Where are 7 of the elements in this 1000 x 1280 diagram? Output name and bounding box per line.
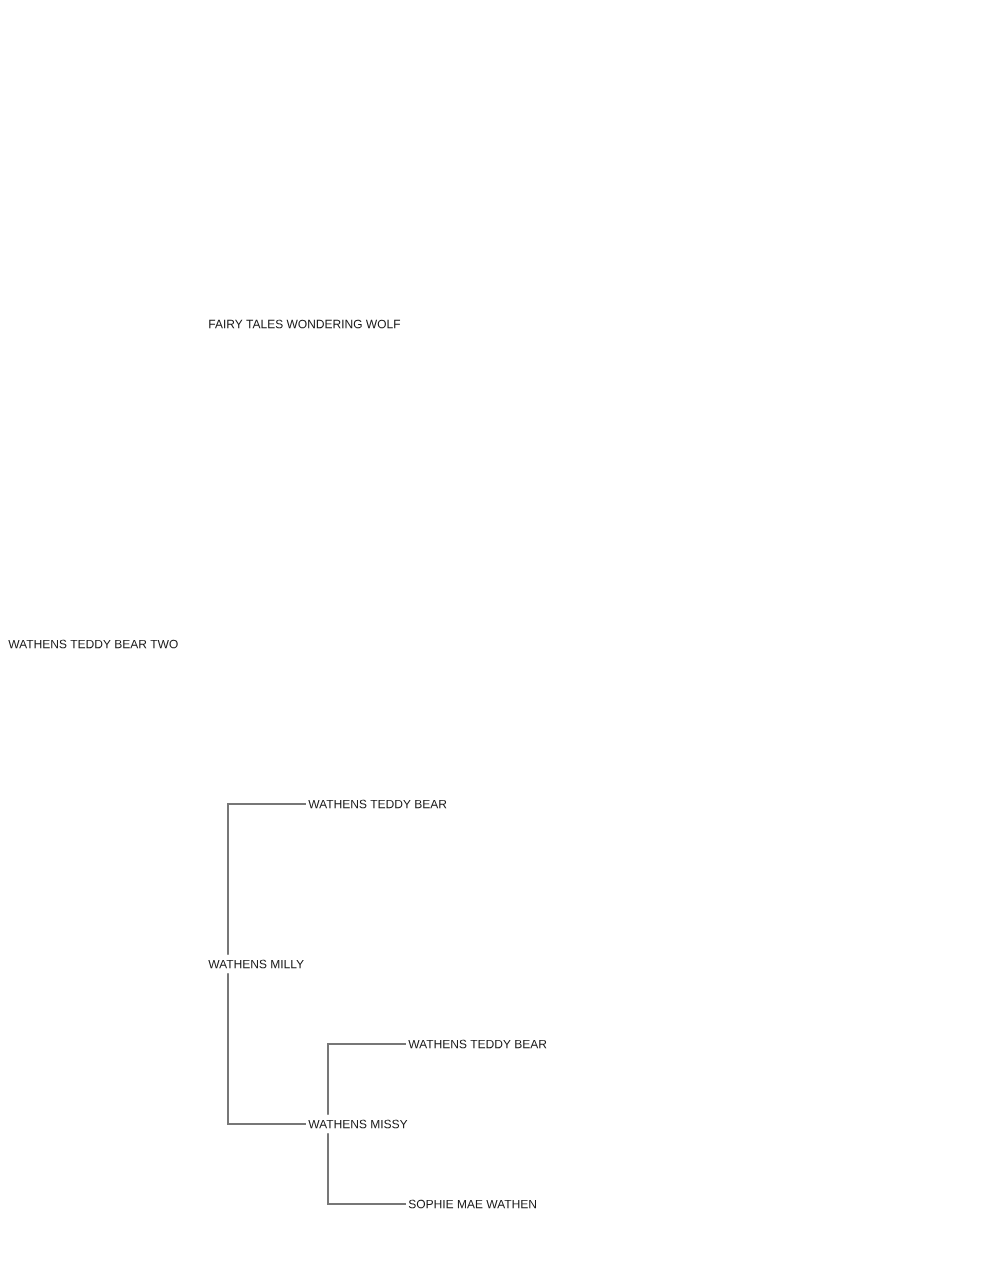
name-label: WATHENS MILLY — [208, 959, 304, 969]
name-label: WATHENS TEDDY BEAR — [408, 1039, 547, 1049]
name-label: WATHENS TEDDY BEAR — [308, 799, 447, 809]
name-label: WATHENS TEDDY BEAR TWO — [8, 639, 178, 649]
name-label: SOPHIE MAE WATHEN — [408, 1199, 536, 1209]
name-label: FAIRY TALES WONDERING WOLF — [209, 319, 401, 329]
name-label: WATHENS MISSY — [308, 1119, 408, 1129]
